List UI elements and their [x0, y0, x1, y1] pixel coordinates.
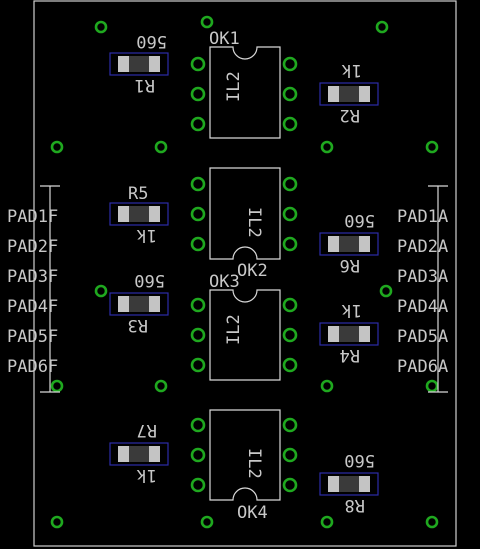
optocoupler-ok3: OK3 IL2 — [190, 272, 298, 381]
ok2-part-label: IL2 — [244, 207, 264, 238]
pad-left-5: PAD5F — [7, 327, 58, 347]
r2-name: R2 — [340, 105, 360, 125]
r6-value: 560 — [344, 210, 375, 230]
ok4-label: OK4 — [237, 503, 268, 523]
r3-name: R3 — [128, 315, 148, 335]
resistor-r2: 1k R2 — [319, 60, 379, 125]
optocoupler-ok2: OK2 IL2 — [190, 167, 298, 281]
r1-value: 560 — [136, 31, 167, 51]
optocoupler-ok4: OK4 IL2 — [190, 409, 298, 523]
pad-left-4: PAD4F — [7, 297, 58, 317]
pad-left-3: PAD3F — [7, 267, 58, 287]
ok4-part-label: IL2 — [244, 448, 264, 479]
pad-right-3: PAD3A — [397, 267, 448, 287]
ok3-part-label: IL2 — [224, 314, 244, 345]
optocoupler-ok1: OK1 IL2 — [190, 29, 298, 139]
via-holes — [50, 15, 439, 529]
resistor-r6: 560 R6 — [319, 210, 379, 275]
ok2-label: OK2 — [237, 261, 268, 281]
resistor-r1: 560 R1 — [109, 31, 169, 95]
r3-value: 560 — [134, 270, 165, 290]
resistor-r5: R5 1k — [109, 184, 169, 245]
right-pad-connector: PAD1A PAD2A PAD3A PAD4A PAD5A PAD6A — [397, 185, 448, 393]
pad-left-6: PAD6F — [7, 357, 58, 377]
left-pad-connector: PAD1F PAD2F PAD3F PAD4F PAD5F PAD6F — [7, 185, 60, 393]
r8-value: 560 — [344, 450, 375, 470]
r1-name: R1 — [135, 75, 155, 95]
resistor-r3: 560 R3 — [109, 270, 169, 335]
pad-right-2: PAD2A — [397, 237, 448, 257]
r2-value: 1k — [342, 60, 362, 80]
pad-right-6: PAD6A — [397, 357, 448, 377]
r5-value: 1k — [137, 225, 157, 245]
pad-left-2: PAD2F — [7, 237, 58, 257]
pad-right-5: PAD5A — [397, 327, 448, 347]
pad-right-4: PAD4A — [397, 297, 448, 317]
ok1-part-label: IL2 — [224, 71, 244, 102]
r6-name: R6 — [340, 255, 360, 275]
r7-value: 1k — [137, 465, 157, 485]
resistor-r8: 560 R8 — [319, 450, 379, 515]
ok1-label: OK1 — [209, 29, 240, 49]
r8-name: R8 — [345, 495, 365, 515]
pad-right-1: PAD1A — [397, 207, 448, 227]
r7-name: R7 — [137, 420, 157, 440]
pad-left-1: PAD1F — [7, 207, 58, 227]
ok3-label: OK3 — [209, 272, 240, 292]
board-outline — [33, 0, 457, 547]
resistor-r7: R7 1k — [109, 420, 169, 485]
r4-name: R4 — [340, 345, 360, 365]
r5-name: R5 — [128, 184, 148, 204]
resistor-r4: 1k R4 — [319, 300, 379, 365]
r4-value: 1k — [342, 300, 362, 320]
